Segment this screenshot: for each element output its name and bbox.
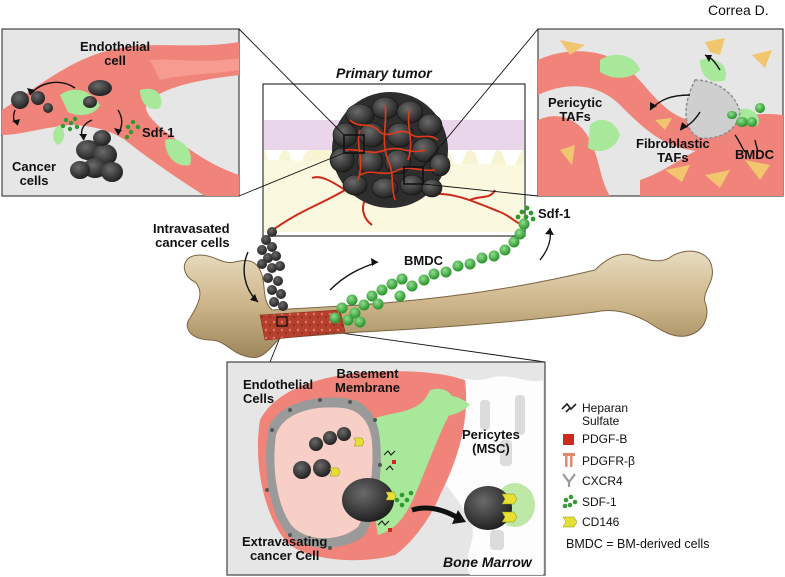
- bm-title: Bone Marrow: [443, 554, 532, 570]
- pdgfr-beta-receptor-icon: [563, 453, 575, 467]
- bm-extravasating-label: Extravasating cancer Cell: [242, 534, 328, 563]
- sdf1-label: Sdf-1: [538, 206, 571, 221]
- legend-icons: [561, 402, 578, 528]
- legend-note: BMDC = BM-derived cells: [566, 537, 710, 551]
- left-inset: [1, 28, 240, 197]
- intravasated-label: Intravasated cancer cells: [153, 221, 230, 250]
- left-inset-endothelial-label: Endothelial cell: [80, 39, 151, 68]
- legend-cxcr4-label: CXCR4: [582, 474, 623, 488]
- right-inset: [537, 28, 784, 197]
- right-inset-pericytic-label: Pericytic TAFs: [548, 95, 603, 124]
- primary-tumor-panel: [262, 83, 526, 237]
- intravasated-cells: [257, 227, 288, 311]
- legend-cd146-label: CD146: [582, 515, 620, 529]
- bm-endothelial-label: Endothelial Cells: [243, 377, 314, 406]
- sdf1-cluster-icon: [562, 494, 578, 509]
- bmdc-stream: [329, 218, 530, 328]
- left-inset-cancer-cells-label: Cancer cells: [12, 159, 57, 188]
- heparan-sulfate-icon: [561, 402, 577, 413]
- cxcr4-receptor-icon: [562, 473, 576, 487]
- right-inset-fibroblastic-label: Fibroblastic TAFs: [636, 136, 710, 165]
- cd146-chevron-icon: [562, 516, 578, 528]
- cancer-cell-cluster: [70, 130, 123, 182]
- right-inset-bmdc-label: BMDC: [735, 147, 774, 162]
- bone: [183, 250, 713, 358]
- legend-sdf1-label: SDF-1: [582, 495, 617, 509]
- left-inset-sdf1-label: Sdf-1: [142, 125, 175, 140]
- legend-pdgfr-beta-label: PDGFR-β: [582, 454, 635, 468]
- bmdc-label: BMDC: [404, 253, 443, 268]
- author-label: Correa D.: [708, 2, 769, 18]
- legend-heparan-label: Heparan Sulfate: [582, 401, 629, 428]
- primary-tumor-title: Primary tumor: [336, 65, 432, 81]
- legend-pdgf-b-label: PDGF-B: [582, 432, 628, 446]
- tumor-mass: [329, 92, 451, 208]
- pdgf-b-square-icon: [563, 434, 574, 445]
- bone-marrow-inset: [226, 361, 546, 576]
- bm-pericytes-label: Pericytes (MSC): [462, 427, 520, 456]
- bm-basement-membrane-label: Basement Membrane: [335, 366, 401, 395]
